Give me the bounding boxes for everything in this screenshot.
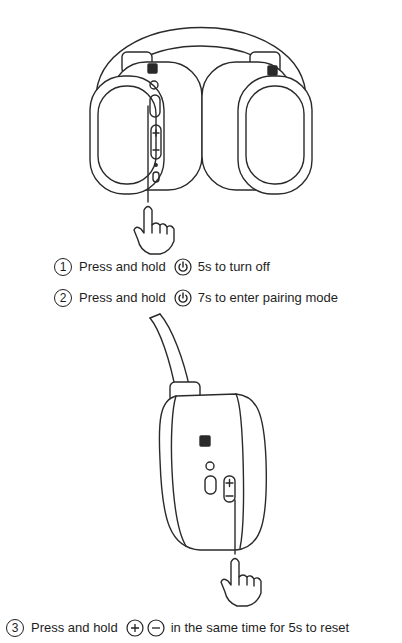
instruction-row: 2 Press and hold 7s to enter pairing mode	[54, 289, 338, 307]
power-symbol	[174, 258, 192, 276]
callout-number: 1	[60, 260, 67, 274]
headphones-side	[150, 314, 266, 606]
callout-number: 3	[12, 621, 19, 635]
instruction-text: Press and hold	[79, 290, 166, 306]
callout-number: 2	[60, 291, 67, 305]
instruction-text: Press and hold	[31, 620, 118, 636]
minus-symbol	[147, 619, 165, 637]
plus-symbol	[126, 619, 144, 637]
instruction-text: Press and hold	[79, 259, 166, 275]
callout-circle: 2	[54, 289, 72, 307]
instruction-row: 1 Press and hold 5s to turn off	[54, 258, 270, 276]
instruction-text: in the same time for 5s to reset	[171, 620, 349, 636]
power-symbol	[174, 289, 192, 307]
instruction-row: 3 Press and hold in the same time for 5s t…	[6, 619, 349, 637]
instruction-text: 7s to enter pairing mode	[198, 290, 338, 306]
instruction-text: 5s to turn off	[198, 259, 270, 275]
callout-circle: 1	[54, 258, 72, 276]
callout-circle: 3	[6, 619, 24, 637]
headphones-front	[90, 28, 312, 255]
